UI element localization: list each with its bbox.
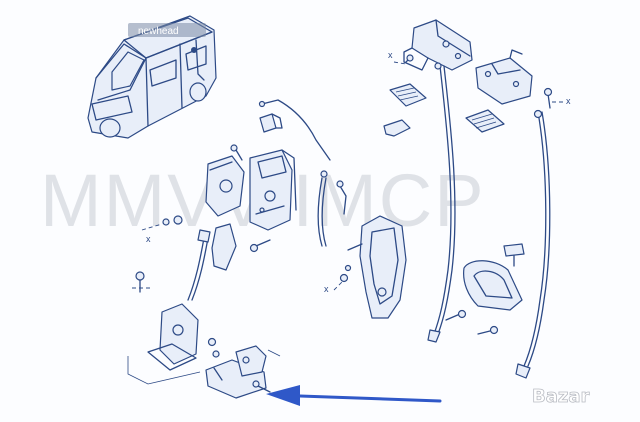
bracket-screw-right: x [543,87,571,109]
release-cable-right [515,109,551,379]
striker-plate [205,337,271,399]
handle-screws: x [324,264,352,294]
inner-release-handle [463,243,525,311]
logo-text: Bazar [532,386,589,407]
callout-arrow [266,385,442,406]
lock-screws-left: x [141,144,243,244]
rear-door-hinge-plate [475,49,533,105]
door-lock-body [249,149,297,231]
striker-bolt-top [132,271,150,293]
bracket-screw-top: x [388,50,414,65]
van-overlay-tag: newhead [128,23,206,37]
outer-door-handle [347,215,407,319]
control-rod [258,99,331,161]
svg-text:x: x [566,96,571,106]
svg-text:x: x [324,284,329,294]
lower-lock-cable [187,229,211,301]
rear-door-upper-bracket [403,19,473,71]
grip-pad-top [389,83,427,107]
svg-text:x: x [146,234,151,244]
lock-latch-housing [205,155,245,217]
small-lock-clip [259,113,283,133]
lower-latch [147,303,199,371]
small-clip-part [383,119,411,137]
part-mark-x: x [388,50,393,60]
grip-pad-right [465,109,505,133]
side-screws [445,309,499,335]
release-cable-left [427,62,456,343]
lower-release-lever [211,223,237,271]
lock-screw-bottom [249,239,271,253]
actuator-cable [317,170,347,247]
assembly-bounding-lines [127,349,281,385]
overlay-tag-text: newhead [138,26,179,37]
bazar-logo: Bazar [532,386,590,408]
van-illustration [87,15,217,139]
